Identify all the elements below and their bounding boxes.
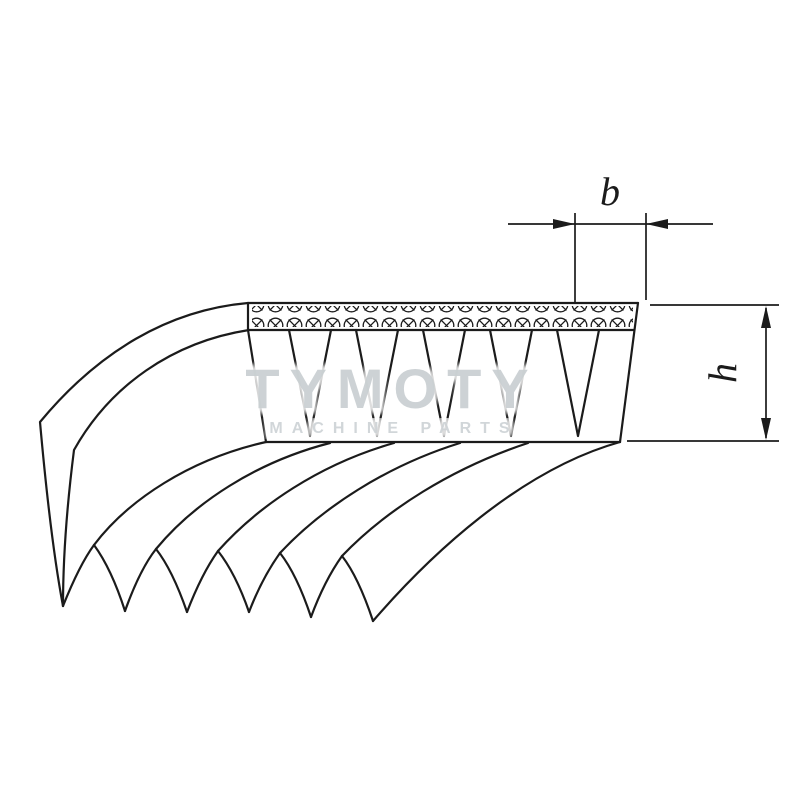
watermark-subtitle: MACHINE PARTS <box>269 420 518 437</box>
belt-front-face <box>246 301 640 444</box>
dimension-h-label: h <box>700 363 745 383</box>
dim-h-arrow-up-icon <box>761 306 771 328</box>
watermark: TYMOTY TYMOTY MACHINE PARTS MACHINE PART… <box>240 352 538 442</box>
belt-body <box>38 301 640 623</box>
watermark-title-glow: TYMOTY <box>245 357 538 420</box>
dimension-b: b <box>508 169 713 302</box>
dim-b-arrow-left-icon <box>646 219 668 229</box>
watermark-title: TYMOTY <box>245 357 538 420</box>
belt-perspective-curves <box>38 301 622 623</box>
dimension-b-label: b <box>600 169 620 214</box>
dim-b-arrow-right-icon <box>553 219 575 229</box>
belt-hatched-band <box>252 306 633 327</box>
dim-h-arrow-down-icon <box>761 418 771 440</box>
belt-front-grooves <box>287 328 601 438</box>
dimension-h: h <box>627 304 779 442</box>
